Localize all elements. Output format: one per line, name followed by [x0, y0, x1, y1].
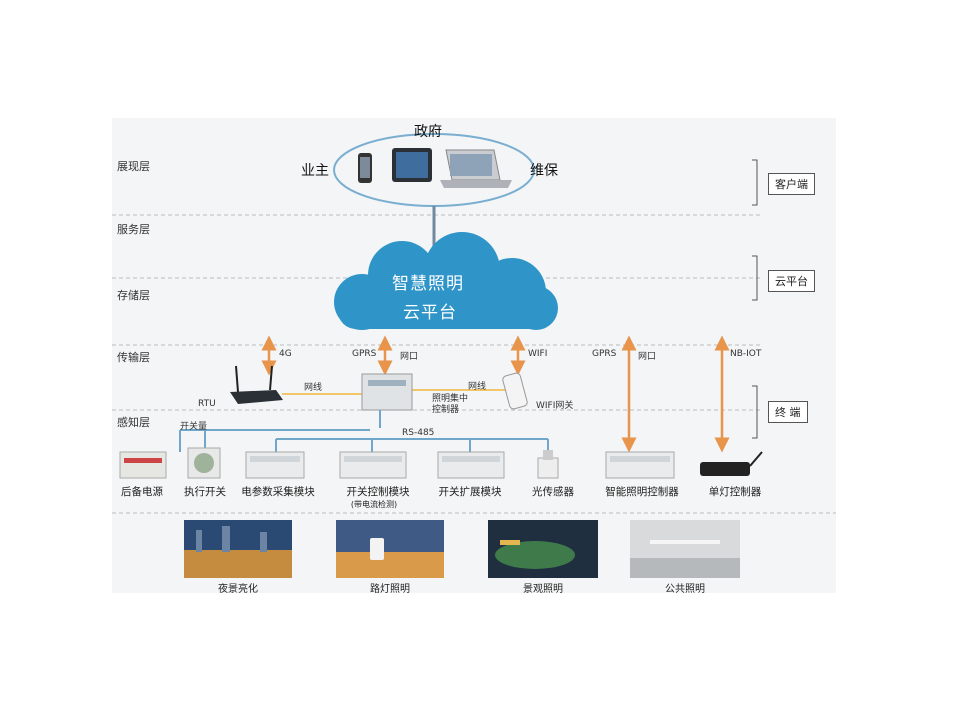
rtu-label: RTU [198, 399, 216, 409]
layer-label-presentation: 展现层 [117, 158, 150, 174]
backup-power-device [120, 452, 166, 478]
scene-photo-night [184, 520, 292, 578]
single-ctrl-label: 单灯控制器 [709, 484, 762, 499]
scene-label-public: 公共照明 [665, 580, 705, 595]
concentrator-device [362, 374, 412, 410]
layer-label-sensing: 感知层 [117, 414, 150, 430]
terminal-label: 终 端 [768, 401, 808, 423]
switch-module-note: (带电流检测) [351, 499, 397, 510]
switch-module-device [340, 452, 406, 478]
backup-power-label: 后备电源 [121, 484, 163, 499]
layer-label-service: 服务层 [117, 221, 150, 237]
client-label: 客户端 [768, 173, 815, 195]
actuator-label: 执行开关 [184, 484, 226, 499]
scene-photo-landscape [488, 520, 598, 578]
light-sensor-device [538, 450, 558, 478]
actuator-device [188, 448, 220, 478]
link-wifi: WIFI [528, 349, 547, 359]
rtu-device [230, 366, 283, 404]
scene-photo-street [336, 520, 444, 578]
meter-label: 电参数采集模块 [241, 484, 315, 499]
cable-label-2: 网线 [468, 379, 486, 392]
switch-ext-device [438, 452, 504, 478]
owner-label: 业主 [301, 160, 329, 180]
cloud-title-line2: 云平台 [403, 298, 457, 323]
link-gprs-2: GPRS [592, 349, 616, 359]
single-ctrl-device [700, 452, 762, 476]
cloud-platform-label: 云平台 [768, 270, 815, 292]
scene-photo-public [630, 520, 740, 578]
cable-label-1: 网线 [304, 380, 322, 393]
smart-ctrl-label: 智能照明控制器 [605, 484, 679, 499]
link-nbiot: NB-IOT [730, 349, 761, 359]
maint-label: 维保 [530, 160, 558, 180]
light-sensor-label: 光传感器 [532, 484, 574, 499]
smart-ctrl-device [606, 452, 674, 478]
client-bracket [752, 160, 757, 205]
rs485-label: RS-485 [402, 428, 434, 438]
cloud-title-line1: 智慧照明 [392, 269, 464, 294]
layer-label-transport: 传输层 [117, 349, 150, 365]
gov-label: 政府 [414, 121, 442, 141]
link-gprs-1: GPRS [352, 349, 376, 359]
scene-label-street: 路灯照明 [370, 580, 410, 595]
switch-qty-label: 开关量 [180, 419, 207, 432]
concentrator-label: 照明集中 控制器 [432, 394, 468, 416]
link-port-1: 网口 [400, 349, 418, 362]
wifi-gateway-device [502, 372, 528, 410]
link-4g: 4G [279, 349, 292, 359]
scene-label-landscape: 景观照明 [523, 580, 563, 595]
switch-module-label: 开关控制模块 [347, 484, 410, 499]
wifi-gateway-label: WIFI网关 [536, 398, 573, 411]
layer-label-storage: 存储层 [117, 287, 150, 303]
meter-device [246, 452, 304, 478]
link-port-2: 网口 [638, 349, 656, 362]
terminal-bracket [752, 386, 757, 438]
scene-label-night: 夜景亮化 [218, 580, 258, 595]
switch-ext-label: 开关扩展模块 [439, 484, 502, 499]
